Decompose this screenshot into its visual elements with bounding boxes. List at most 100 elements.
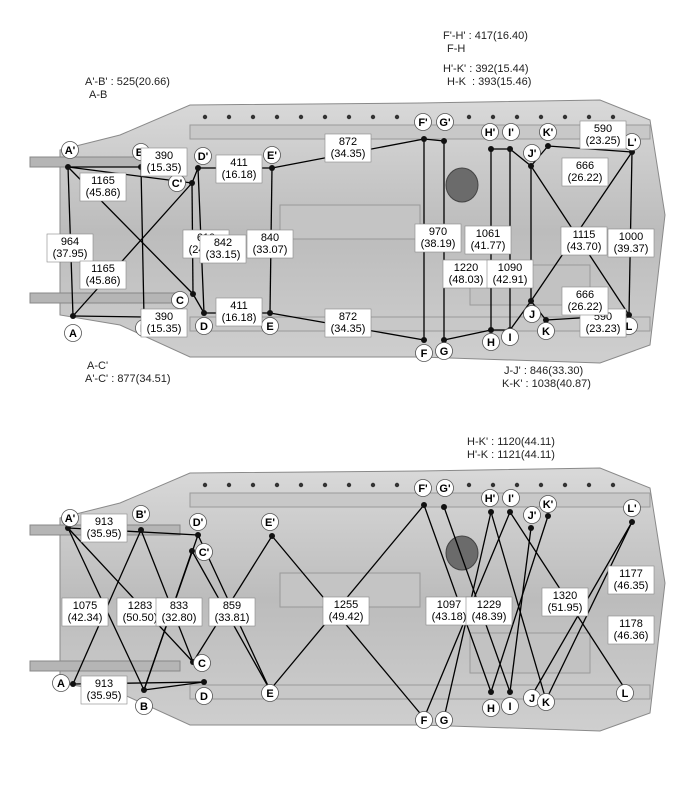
- top-dim-d842-box: [199, 234, 247, 264]
- note-fh-line2: F-H: [447, 43, 466, 55]
- top-label-e_top: E': [267, 150, 277, 162]
- top-dim-d970: 970: [429, 226, 447, 238]
- bottom-label-k: K: [542, 697, 550, 709]
- bottom-point-k_top: [545, 513, 551, 519]
- top-label-bubble: [537, 322, 555, 340]
- top-dim-d1090: (42.91): [493, 274, 528, 286]
- note-hk-cross-line2: H'-K : 1121(44.11): [467, 449, 555, 461]
- bolt-hole: [466, 482, 472, 488]
- front-rail-right: [29, 292, 181, 304]
- top-label-bubble: [523, 144, 541, 162]
- bottom-point-f_top: [421, 502, 427, 508]
- top-label-bubble: [415, 344, 433, 362]
- top-dim-d390b: (15.35): [147, 323, 182, 335]
- bottom-point-g_top: [441, 504, 447, 510]
- top-label-bubble: [435, 342, 453, 360]
- top-label-bubble: [482, 333, 500, 351]
- top-dim-d840: (33.07): [253, 244, 288, 256]
- bottom-label-bubble: [537, 693, 555, 711]
- top-label-a: A: [69, 328, 77, 340]
- bottom-label-d_top: D': [193, 517, 204, 529]
- top-dim-d1220: 1220: [454, 262, 478, 274]
- top-label-k: K: [542, 326, 550, 338]
- top-dim-d1061: (41.77): [471, 240, 506, 252]
- top-label-j_top: J': [528, 148, 537, 160]
- top-dim-d1165a: (45.86): [86, 187, 121, 199]
- bottom-point-i_top: [507, 509, 513, 515]
- top-dim-d666a: (26.22): [568, 172, 603, 184]
- bottom-label-bubble: [616, 684, 634, 702]
- top-label-i_top: I': [508, 127, 514, 139]
- top-label-e: E: [266, 321, 273, 333]
- bottom-point-h: [488, 689, 494, 695]
- top-label-h_top: H': [485, 127, 496, 139]
- bottom-dim-d1178-box: [607, 615, 655, 645]
- top-dim-d1115-box: [560, 226, 608, 256]
- top-dim-d964: (37.95): [53, 248, 88, 260]
- top-label-c: C: [176, 295, 184, 307]
- bottom-label-bubble: [435, 711, 453, 729]
- top-dim-d1000-box: [607, 228, 655, 258]
- bottom-point-c_top: [189, 548, 195, 554]
- bottom-label-l_top: L': [627, 503, 637, 515]
- bottom-label-j_top: J': [528, 510, 537, 522]
- top-label-bubble: [171, 291, 189, 309]
- bottom-dim-d1283: 1283: [128, 600, 152, 612]
- top-label-bubble: [64, 324, 82, 342]
- top-point-d: [201, 310, 207, 316]
- top-label-bubble: [523, 305, 541, 323]
- measurement-line: [192, 293, 205, 314]
- front-rail-right: [29, 660, 181, 672]
- top-dim-d840: 840: [261, 232, 279, 244]
- top-point-j_top: [528, 163, 534, 169]
- note-jj-line1: J-J' : 846(33.30): [504, 365, 584, 377]
- note-hk-line1: H'-K' : 392(15.44): [443, 63, 529, 75]
- top-dim-d390b: 390: [155, 311, 173, 323]
- bottom-dim-d1097-box: [425, 596, 473, 626]
- top-label-bubble: [195, 317, 213, 335]
- measurement-line: [509, 527, 532, 693]
- bottom-dim-d1097: 1097: [437, 599, 461, 611]
- top-label-k_top: K': [543, 127, 554, 139]
- bottom-dim-d1177: (46.35): [614, 580, 649, 592]
- bottom-dim-d1283-box: [116, 597, 164, 627]
- bottom-dim-d1075: 1075: [73, 600, 97, 612]
- spare-tire-well: [445, 167, 479, 203]
- bolt-hole: [250, 114, 256, 120]
- bottom-label-h: H: [487, 703, 495, 715]
- bolt-hole: [538, 482, 544, 488]
- top-point-g: [441, 337, 447, 343]
- top-point-h_top: [488, 146, 494, 152]
- bolt-hole: [322, 482, 328, 488]
- top-dim-d1000: 1000: [619, 231, 643, 243]
- bottom-dim-d913b-box: [80, 675, 128, 705]
- top-dim-d964: 964: [61, 236, 79, 248]
- bottom-dim-d1320: 1320: [553, 590, 577, 602]
- note-kk-line2: K-K' : 1038(40.87): [502, 378, 591, 390]
- measurement-line: [140, 529, 194, 663]
- top-dim-d1000: (39.37): [614, 243, 649, 255]
- bottom-dim-d1229-box: [465, 596, 513, 626]
- bolt-hole: [298, 114, 304, 120]
- measurement-line: [72, 315, 145, 318]
- bolt-hole: [514, 482, 520, 488]
- top-dim-d964-box: [46, 233, 94, 263]
- bottom-label-bubble: [261, 513, 279, 531]
- bottom-label-bubble: [261, 684, 279, 702]
- bottom-point-a: [70, 681, 76, 687]
- bottom-label-bubble: [539, 495, 557, 513]
- top-label-l: L: [626, 321, 633, 333]
- top-point-k_top: [545, 143, 551, 149]
- bottom-point-d: [201, 679, 207, 685]
- bottom-label-c_top: C': [199, 547, 210, 559]
- bottom-label-bubble: [415, 711, 433, 729]
- bottom-label-a_top: A': [65, 513, 76, 525]
- bolt-hole: [394, 114, 400, 120]
- bottom-dim-d1177: 1177: [619, 568, 643, 580]
- top-dim-d390b-box: [140, 308, 188, 338]
- bottom-dim-d1255: (49.42): [329, 611, 364, 623]
- bottom-label-bubble: [195, 543, 213, 561]
- bottom-label-bubble: [193, 654, 211, 672]
- bottom-label-e_top: E': [265, 517, 275, 529]
- measurement-line: [545, 521, 633, 701]
